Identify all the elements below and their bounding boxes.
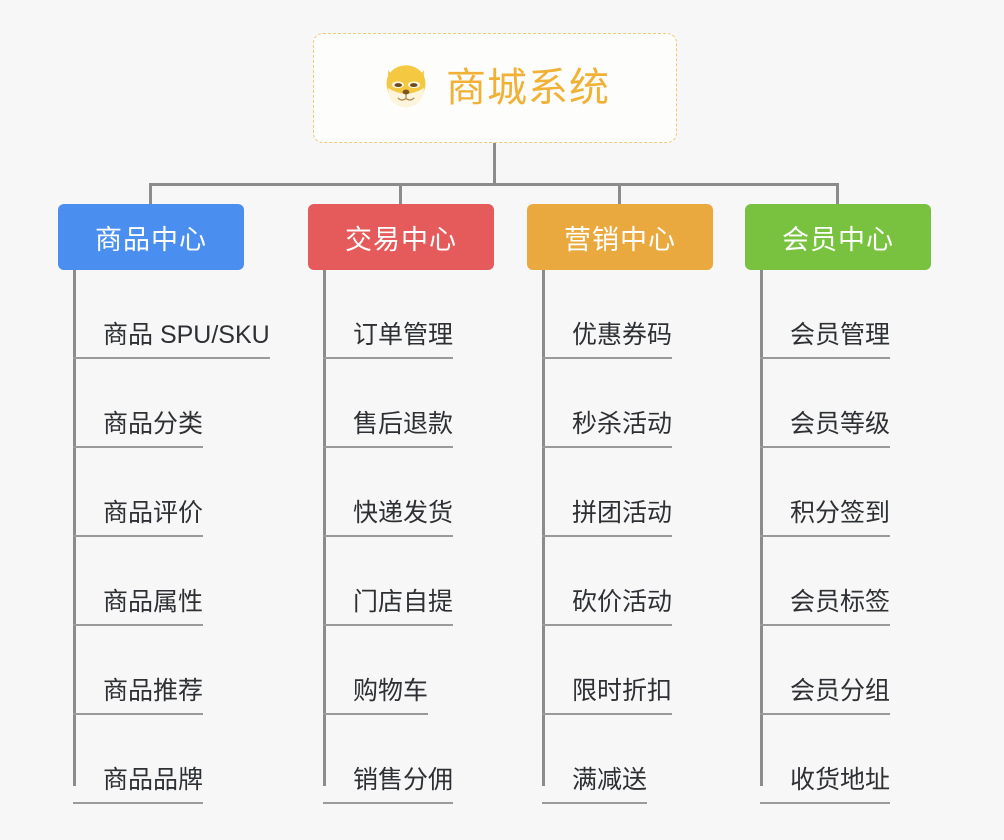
category-header-label: 交易中心	[345, 224, 457, 255]
root-title: 商城系统	[446, 66, 610, 110]
category-items: 商品 SPU/SKU 商品分类 商品评价 商品属性 商品推荐 商品品牌	[58, 270, 270, 804]
list-item-label: 商品属性	[103, 588, 204, 617]
list-item[interactable]: 购物车	[323, 626, 494, 715]
root-node[interactable]: 商城系统	[313, 33, 677, 143]
category-column-marketing: 营销中心 优惠券码 秒杀活动 拼团活动 砍价活动 限时折扣 满减送	[527, 204, 713, 804]
list-item[interactable]: 商品推荐	[73, 626, 244, 715]
list-item[interactable]: 会员分组	[760, 626, 931, 715]
connector-drop-4	[836, 183, 839, 206]
category-column-product: 商品中心 商品 SPU/SKU 商品分类 商品评价 商品属性 商品推荐 商品品牌	[58, 204, 270, 804]
list-item-label: 门店自提	[353, 588, 454, 617]
category-header-product[interactable]: 商品中心	[58, 204, 244, 270]
list-item[interactable]: 秒杀活动	[542, 359, 713, 448]
list-item[interactable]: 拼团活动	[542, 448, 713, 537]
list-item-label: 砍价活动	[572, 588, 673, 617]
category-items: 会员管理 会员等级 积分签到 会员标签 会员分组 收货地址	[745, 270, 931, 804]
list-item-label: 会员等级	[790, 410, 891, 439]
list-item-label: 秒杀活动	[572, 410, 673, 439]
category-spine	[323, 270, 326, 786]
list-item-label: 积分签到	[790, 499, 891, 528]
shiba-dog-face-icon	[386, 65, 426, 108]
connector-drop-1	[149, 183, 152, 206]
list-item-label: 商品推荐	[103, 677, 204, 706]
category-header-label: 营销中心	[564, 224, 676, 255]
category-spine	[542, 270, 545, 786]
list-item-label: 销售分佣	[353, 766, 454, 795]
list-item[interactable]: 商品属性	[73, 537, 244, 626]
list-item[interactable]: 订单管理	[323, 270, 494, 359]
category-spine	[760, 270, 763, 786]
list-item-label: 满减送	[572, 766, 648, 795]
list-item-label: 售后退款	[353, 410, 454, 439]
list-item-label: 商品 SPU/SKU	[103, 321, 270, 350]
category-header-member[interactable]: 会员中心	[745, 204, 931, 270]
list-item[interactable]: 商品 SPU/SKU	[73, 270, 270, 359]
list-item-label: 收货地址	[790, 766, 891, 795]
list-item-label: 商品评价	[103, 499, 204, 528]
list-item[interactable]: 商品品牌	[73, 715, 244, 804]
list-item[interactable]: 会员管理	[760, 270, 931, 359]
list-item-label: 订单管理	[353, 321, 454, 350]
list-item-label: 拼团活动	[572, 499, 673, 528]
list-item[interactable]: 售后退款	[323, 359, 494, 448]
category-header-trade[interactable]: 交易中心	[308, 204, 494, 270]
list-item[interactable]: 销售分佣	[323, 715, 494, 804]
list-item[interactable]: 收货地址	[760, 715, 931, 804]
list-item[interactable]: 商品分类	[73, 359, 244, 448]
list-item[interactable]: 商品评价	[73, 448, 244, 537]
list-item[interactable]: 满减送	[542, 715, 713, 804]
list-item[interactable]: 积分签到	[760, 448, 931, 537]
connector-drop-2	[399, 183, 402, 206]
category-items: 订单管理 售后退款 快递发货 门店自提 购物车 销售分佣	[308, 270, 494, 804]
list-item[interactable]: 会员标签	[760, 537, 931, 626]
list-item-label: 优惠券码	[572, 321, 673, 350]
list-item-label: 限时折扣	[572, 677, 673, 706]
category-column-member: 会员中心 会员管理 会员等级 积分签到 会员标签 会员分组 收货地址	[745, 204, 931, 804]
category-header-label: 会员中心	[782, 224, 894, 255]
category-header-marketing[interactable]: 营销中心	[527, 204, 713, 270]
category-column-trade: 交易中心 订单管理 售后退款 快递发货 门店自提 购物车 销售分佣	[308, 204, 494, 804]
list-item-label: 购物车	[353, 677, 429, 706]
category-items: 优惠券码 秒杀活动 拼团活动 砍价活动 限时折扣 满减送	[527, 270, 713, 804]
list-item[interactable]: 限时折扣	[542, 626, 713, 715]
category-spine	[73, 270, 76, 786]
list-item[interactable]: 优惠券码	[542, 270, 713, 359]
category-header-label: 商品中心	[95, 224, 207, 255]
list-item-label: 会员分组	[790, 677, 891, 706]
list-item-label: 快递发货	[353, 499, 454, 528]
list-item-label: 会员标签	[790, 588, 891, 617]
list-item-label: 会员管理	[790, 321, 891, 350]
list-item-label: 商品分类	[103, 410, 204, 439]
list-item[interactable]: 门店自提	[323, 537, 494, 626]
connector-root-stem	[493, 143, 496, 185]
list-item[interactable]: 快递发货	[323, 448, 494, 537]
connector-drop-3	[618, 183, 621, 206]
list-item[interactable]: 砍价活动	[542, 537, 713, 626]
connector-bus	[149, 183, 839, 186]
list-item[interactable]: 会员等级	[760, 359, 931, 448]
list-item-label: 商品品牌	[103, 766, 204, 795]
